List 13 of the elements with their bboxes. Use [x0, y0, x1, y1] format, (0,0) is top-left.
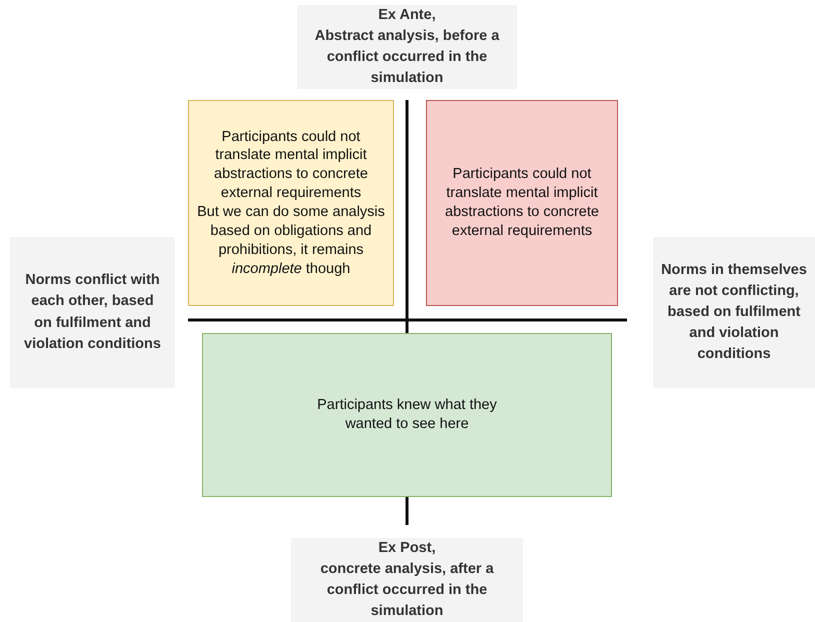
quadrant-text: Participants could not translate mental implicit abstractions to concrete external requirements — [213, 128, 369, 203]
axis-label-text: Abstract analysis, before a conflict occurred in the simulation — [314, 26, 500, 88]
axis-label-text: Norms in themselves are not conflicting, based on fulfilment and violation conditions — [660, 260, 808, 364]
axis-label-text: Ex Post, — [378, 538, 436, 558]
quadrant-box — [426, 100, 618, 306]
quadrant-text: Participants knew what they wanted to see here — [316, 396, 498, 434]
quadrant-text: Participants could not translate mental implicit abstractions to concrete external requirements — [444, 165, 600, 241]
quadrant-box — [202, 333, 612, 497]
quadrant-text: But we can do some analysis based on obligations and prohibitions, it remains incomplete though — [196, 203, 386, 278]
quadrant-box — [188, 100, 394, 306]
axis-label-text: concrete analysis, after a conflict occurred in the simulation — [319, 560, 495, 622]
axis-label-text: Ex Ante, — [378, 6, 436, 25]
axis-label-text: Norms conflict with each other, based on fulfilment and violation conditions — [24, 271, 161, 354]
